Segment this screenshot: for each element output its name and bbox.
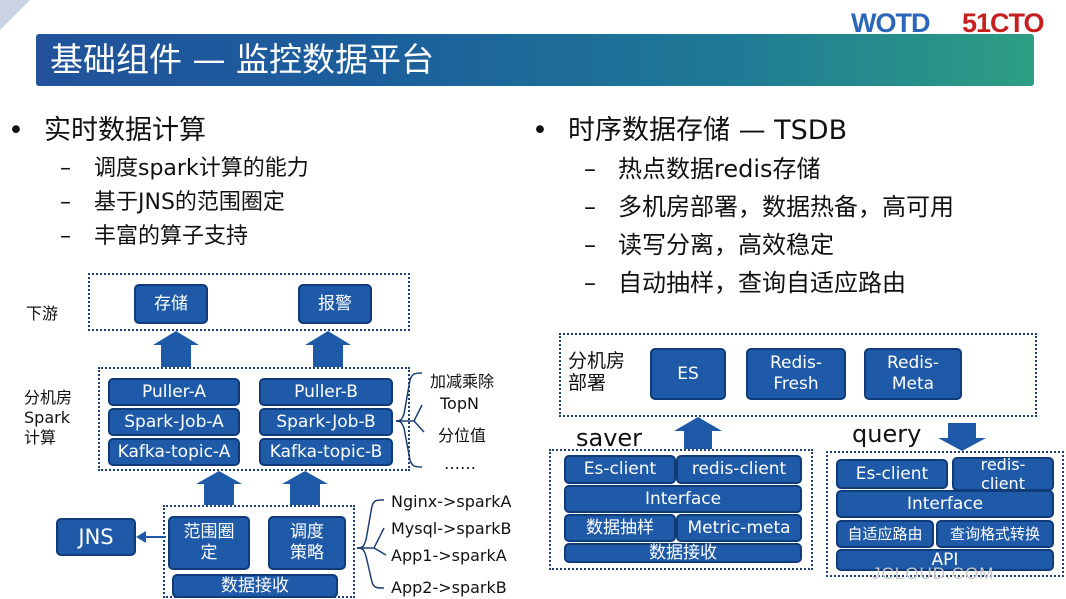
saver-metric-meta-box: Metric-meta <box>676 514 802 542</box>
wotd-logo: WOTD <box>851 8 930 38</box>
operator-label: 加减乘除 <box>430 372 495 391</box>
deploy-group <box>559 333 1037 417</box>
kafka-topic-b-box: Kafka-topic-B <box>259 438 393 466</box>
operator-label: TopN <box>440 394 479 413</box>
right-point: –热点数据redis存储 <box>584 155 821 183</box>
kafka-topic-a-box: Kafka-topic-A <box>108 438 240 466</box>
query-format-convert-box: 查询格式转换 <box>936 520 1054 548</box>
51cto-logo: 51CTO <box>962 8 1045 38</box>
operator-brace <box>395 372 423 422</box>
saver-data-receive-box: 数据接收 <box>564 543 802 563</box>
up-arrow-icon <box>674 417 722 449</box>
mapping-label: Mysql->sparkB <box>391 519 512 538</box>
es-box: ES <box>650 348 726 400</box>
query-api-box: API <box>836 549 1054 571</box>
operator-brace <box>413 420 425 433</box>
mapping-label: App1->sparkA <box>391 546 507 565</box>
mapping-label: App2->sparkB <box>391 578 507 597</box>
operator-label: 分位值 <box>438 426 487 445</box>
left-point: –丰富的算子支持 <box>60 224 249 249</box>
operator-brace <box>395 420 423 468</box>
redis-meta-box: Redis- Meta <box>864 348 962 400</box>
query-adaptive-routing-box: 自适应路由 <box>836 520 934 548</box>
watermark: JCLOUD.COM <box>872 564 995 583</box>
mapping-label: Nginx->sparkA <box>391 492 512 511</box>
schedule-policy-box: 调度 策略 <box>268 516 346 570</box>
left-point: –调度spark计算的能力 <box>60 156 309 181</box>
jns-box: JNS <box>56 518 136 556</box>
saver-redis-client-box: redis-client <box>676 455 802 484</box>
left-bullet-dot: • <box>8 115 24 146</box>
storage-box: 存储 <box>134 284 208 324</box>
redis-fresh-box: Redis- Fresh <box>746 348 846 400</box>
right-point: –多机房部署，数据热备，高可用 <box>584 193 954 221</box>
saver-label: saver <box>576 424 643 452</box>
right-point: –自动抽样，查询自适应路由 <box>584 269 906 297</box>
up-arrow-icon <box>282 471 328 505</box>
spark-job-a-box: Spark-Job-A <box>108 408 240 436</box>
mapping-brace <box>356 499 385 549</box>
operator-label: …… <box>444 454 476 473</box>
query-redis-client-box: redis- client <box>952 455 1054 493</box>
data-receive-box: 数据接收 <box>172 574 338 598</box>
range-scope-box: 范围圈 定 <box>168 516 250 570</box>
slide-title: 基础组件 — 监控数据平台 <box>50 40 434 79</box>
query-group <box>826 451 1064 577</box>
spark-job-b-box: Spark-Job-B <box>259 408 393 436</box>
operator-brace <box>396 404 423 422</box>
left-point: –基于JNS的范围圈定 <box>60 190 285 215</box>
saver-es-client-box: Es-client <box>564 455 676 484</box>
saver-sampling-box: 数据抽样 <box>564 514 676 542</box>
right-bullet-dot: • <box>532 115 548 146</box>
corner-decoration <box>0 0 30 30</box>
query-interface-box: Interface <box>836 490 1054 518</box>
compute-group <box>98 367 410 471</box>
saver-group <box>549 449 813 570</box>
query-label: query <box>852 420 922 448</box>
up-arrow-icon <box>305 331 351 367</box>
left-heading: 实时数据计算 <box>44 115 206 146</box>
query-es-client-box: Es-client <box>836 459 948 489</box>
right-point: –读写分离，高效稳定 <box>584 231 834 259</box>
deploy-label: 分机房 部署 <box>568 350 626 394</box>
mapping-brace <box>357 527 385 549</box>
compute-label: 分机房 Spark 计算 <box>24 388 73 447</box>
downstream-label: 下游 <box>26 304 59 323</box>
puller-b-box: Puller-B <box>259 378 393 406</box>
saver-interface-box: Interface <box>564 485 802 513</box>
up-arrow-icon <box>153 331 199 367</box>
title-bar <box>36 34 1034 86</box>
downstream-group <box>88 273 410 331</box>
alert-box: 报警 <box>298 284 372 324</box>
down-arrow-icon <box>938 423 986 451</box>
mapping-brace <box>356 547 385 589</box>
left-arrow-icon <box>136 531 146 543</box>
puller-a-box: Puller-A <box>108 378 240 406</box>
up-arrow-icon <box>196 471 242 505</box>
right-heading: 时序数据存储 — TSDB <box>568 115 848 146</box>
mapping-brace <box>373 547 387 556</box>
